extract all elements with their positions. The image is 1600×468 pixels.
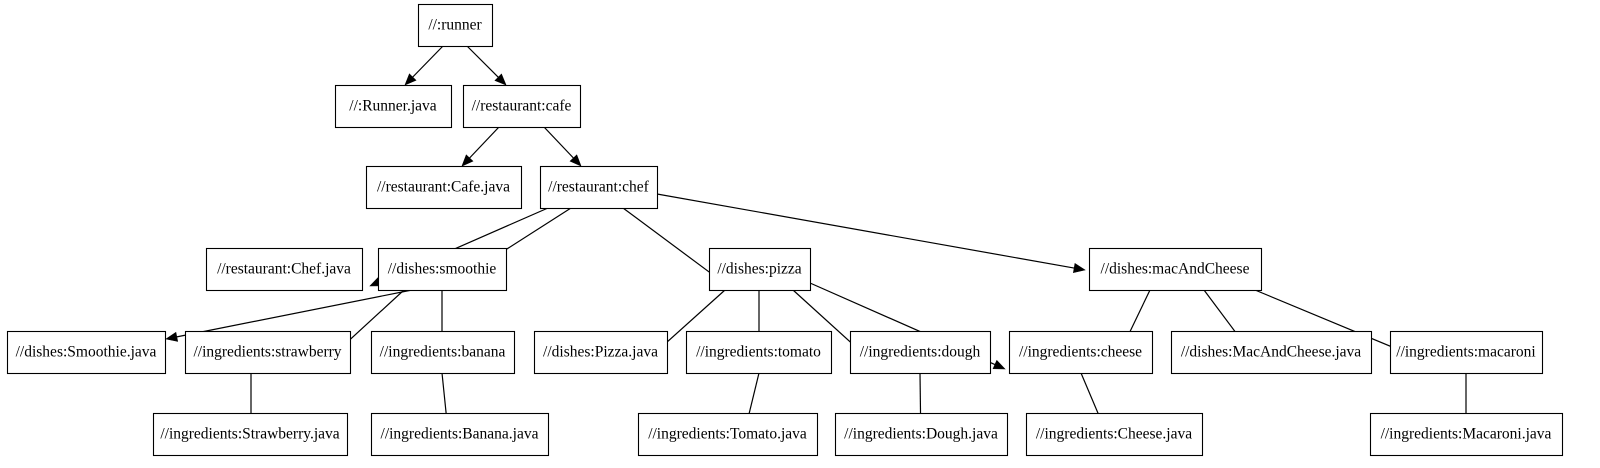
edge-line [176, 289, 413, 338]
node-label: //ingredients:Banana.java [381, 426, 539, 443]
node-label: //ingredients:cheese [1019, 344, 1142, 361]
node-label: //ingredients:macaroni [1396, 344, 1536, 361]
node-label: //restaurant:chef [548, 179, 650, 196]
node-label: //ingredients:Tomato.java [648, 426, 807, 443]
node-box[interactable] [834, 412, 1009, 457]
graph-edge [656, 193, 1086, 273]
graph-node-strawberry[interactable]: //ingredients:strawberry [184, 330, 352, 375]
graph-node-tomato[interactable]: //ingredients:tomato [685, 330, 833, 375]
graph-node-smoothie_java[interactable]: //dishes:Smoothie.java [6, 330, 167, 375]
node-label: //restaurant:Chef.java [217, 261, 351, 278]
graph-node-banana[interactable]: //ingredients:banana [370, 330, 516, 375]
graph-node-runner[interactable]: //:runner [417, 3, 494, 48]
node-label: //dishes:pizza [717, 261, 801, 278]
node-box[interactable] [1008, 330, 1154, 375]
node-box[interactable] [205, 247, 364, 292]
node-label: //dishes:smoothie [388, 261, 497, 278]
edge-line [469, 126, 500, 159]
graph-node-pizza_java[interactable]: //dishes:Pizza.java [533, 330, 669, 375]
node-box[interactable] [365, 165, 523, 210]
node-box[interactable] [370, 412, 550, 457]
node-label: //ingredients:Dough.java [844, 426, 998, 443]
graph-node-cheese[interactable]: //ingredients:cheese [1008, 330, 1154, 375]
node-label: //ingredients:banana [380, 344, 506, 361]
graph-node-cheese_java[interactable]: //ingredients:Cheese.java [1025, 412, 1204, 457]
graph-node-banana_java[interactable]: //ingredients:Banana.java [370, 412, 550, 457]
node-box[interactable] [1088, 247, 1263, 292]
graph-node-chef_java[interactable]: //restaurant:Chef.java [205, 247, 364, 292]
graph-node-strawberry_java[interactable]: //ingredients:Strawberry.java [152, 412, 349, 457]
edge-arrowhead-icon [404, 73, 417, 86]
node-box[interactable] [417, 3, 494, 48]
graph-node-tomato_java[interactable]: //ingredients:Tomato.java [637, 412, 819, 457]
node-label: //restaurant:Cafe.java [377, 179, 510, 196]
node-label: //ingredients:Cheese.java [1036, 426, 1192, 443]
graph-node-runner_java[interactable]: //:Runner.java [334, 84, 453, 129]
node-label: //ingredients:dough [860, 344, 981, 361]
node-label: //ingredients:Macaroni.java [1381, 426, 1552, 443]
graph-node-restaurant_chef[interactable]: //restaurant:chef [539, 165, 659, 210]
node-box[interactable] [708, 247, 812, 292]
node-label: //dishes:macAndCheese [1101, 261, 1250, 278]
node-label: //ingredients:Strawberry.java [160, 426, 339, 443]
nodes-layer: //:runner //:Runner.java //restaurant:cafe… [6, 3, 1564, 457]
node-box[interactable] [685, 330, 833, 375]
graph-node-dough_java[interactable]: //ingredients:Dough.java [834, 412, 1009, 457]
node-box[interactable] [1389, 330, 1544, 375]
node-box[interactable] [1025, 412, 1204, 457]
graph-node-macandcheese_java[interactable]: //dishes:MacAndCheese.java [1170, 330, 1373, 375]
edge-line [412, 45, 444, 78]
graph-node-smoothie[interactable]: //dishes:smoothie [377, 247, 508, 292]
node-box[interactable] [184, 330, 352, 375]
graph-edge [543, 126, 582, 167]
graph-node-pizza[interactable]: //dishes:pizza [708, 247, 812, 292]
graph-node-restaurant_cafe[interactable]: //restaurant:cafe [462, 84, 582, 129]
edge-line [543, 126, 574, 159]
node-label: //restaurant:cafe [472, 98, 572, 115]
node-box[interactable] [462, 84, 582, 129]
graph-node-cafe_java[interactable]: //restaurant:Cafe.java [365, 165, 523, 210]
graph-node-macaroni[interactable]: //ingredients:macaroni [1389, 330, 1544, 375]
edge-line [622, 207, 720, 280]
graph-node-macandcheese[interactable]: //dishes:macAndCheese [1088, 247, 1263, 292]
edge-line [656, 193, 1075, 269]
node-box[interactable] [533, 330, 669, 375]
node-label: //ingredients:tomato [696, 344, 821, 361]
node-label: //dishes:MacAndCheese.java [1181, 344, 1361, 361]
node-label: //:Runner.java [349, 98, 437, 115]
edge-arrowhead-icon [992, 359, 1006, 370]
graph-node-macaroni_java[interactable]: //ingredients:Macaroni.java [1369, 412, 1564, 457]
node-box[interactable] [152, 412, 349, 457]
node-label: //ingredients:strawberry [193, 344, 341, 361]
graph-edge [461, 126, 500, 167]
edge-arrowhead-icon [494, 73, 507, 86]
node-label: //:runner [428, 17, 482, 34]
node-label: //dishes:Pizza.java [543, 344, 658, 361]
node-box[interactable] [334, 84, 453, 129]
edge-arrowhead-icon [165, 331, 179, 342]
graph-node-dough[interactable]: //ingredients:dough [849, 330, 992, 375]
node-box[interactable] [849, 330, 992, 375]
node-box[interactable] [377, 247, 508, 292]
graph-edge [165, 289, 413, 342]
edge-line [466, 45, 499, 78]
edge-arrowhead-icon [569, 154, 582, 167]
edge-arrowhead-icon [1072, 263, 1086, 273]
graph-edge [466, 45, 507, 86]
node-box[interactable] [1369, 412, 1564, 457]
edge-arrowhead-icon [461, 154, 474, 167]
node-box[interactable] [1170, 330, 1373, 375]
graph-edge [404, 45, 444, 86]
node-box[interactable] [370, 330, 516, 375]
node-box[interactable] [6, 330, 167, 375]
node-box[interactable] [539, 165, 659, 210]
node-label: //dishes:Smoothie.java [16, 344, 157, 361]
node-box[interactable] [637, 412, 819, 457]
